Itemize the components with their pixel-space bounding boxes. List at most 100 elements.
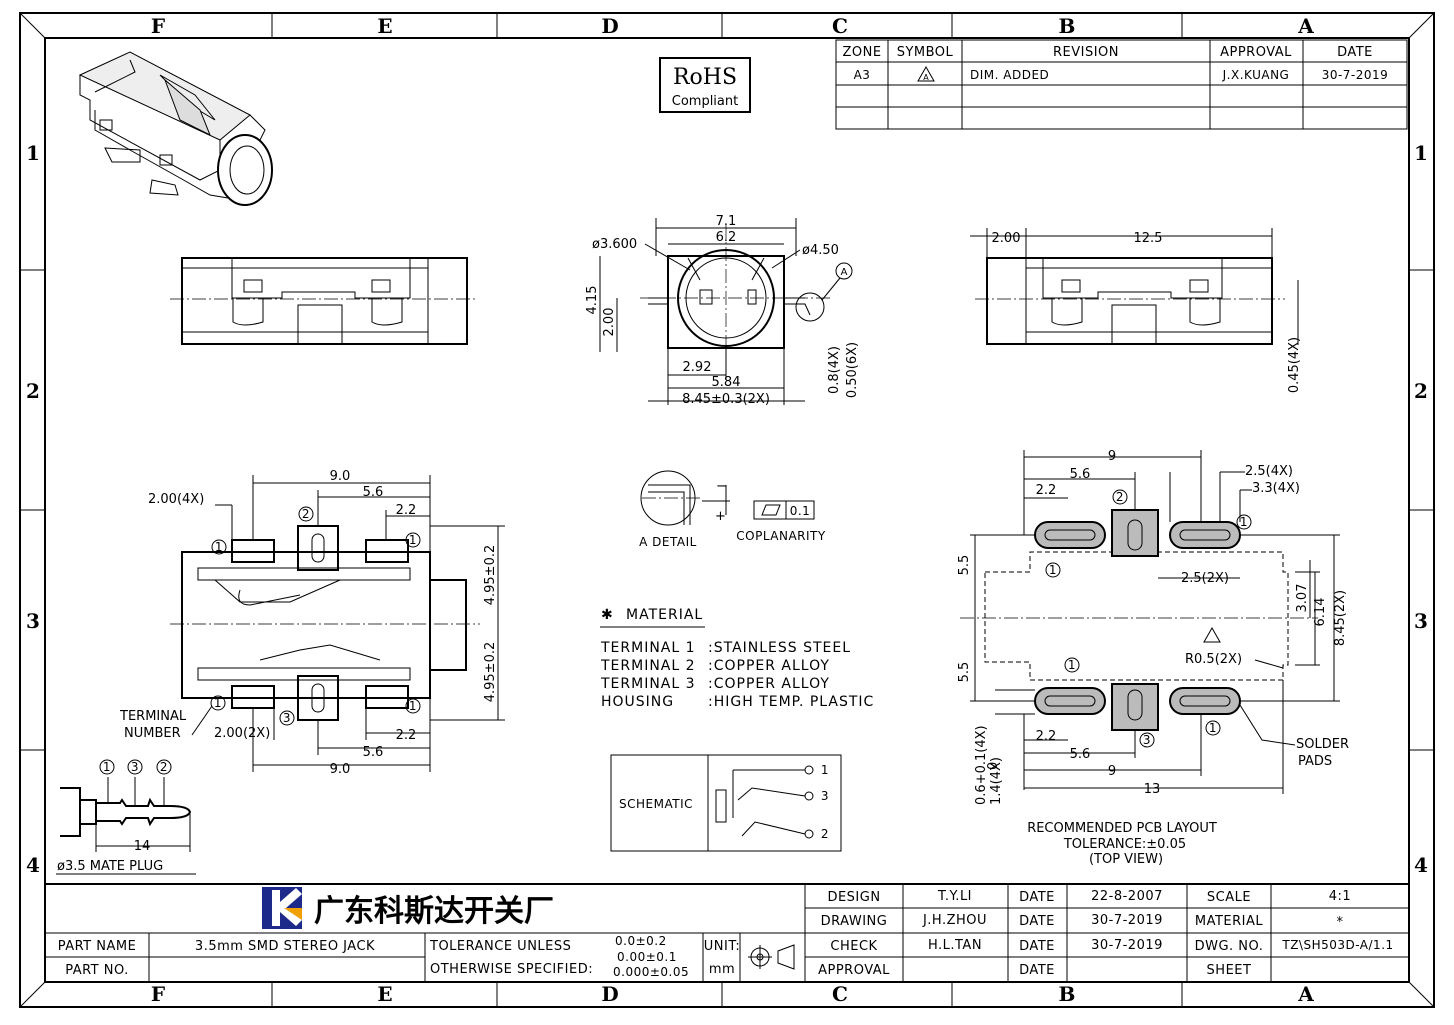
- material-name: TERMINAL 3: [600, 676, 696, 692]
- material-label: MATERIAL: [1195, 914, 1264, 929]
- pcb-dim-2-2: 2.2: [1036, 483, 1057, 498]
- tolerance-value: 0.000±0.05: [613, 965, 689, 979]
- dim-top-2-00-2x: 2.00(2X): [214, 726, 270, 741]
- part-name-value: 3.5mm SMD STEREO JACK: [195, 939, 375, 954]
- dim-0-8-4x: 0.8(4X): [827, 346, 842, 394]
- plug-terminal-marker: 1: [103, 760, 111, 774]
- coplanarity-label: COPLANARITY: [736, 529, 826, 543]
- left-elevation-view: [170, 257, 478, 345]
- rev-row-date: 30-7-2019: [1322, 68, 1389, 82]
- pcb-dim-3-3-4x: 3.3(4X): [1252, 481, 1300, 496]
- scale-value: 4:1: [1329, 889, 1351, 904]
- zone-col-label: A: [1297, 982, 1314, 1006]
- schematic-diagram: SCHEMATIC 1 3 2: [610, 754, 842, 852]
- rev-row-zone: A3: [854, 68, 871, 82]
- pcb-bot-13: 13: [1144, 782, 1161, 797]
- pcb-caption: RECOMMENDED PCB LAYOUT: [1027, 821, 1217, 836]
- design-date: 22-8-2007: [1091, 889, 1163, 904]
- tolerance-label: OTHERWISE SPECIFIED:: [430, 962, 593, 977]
- dim-dia-450: ø4.50: [802, 243, 839, 258]
- a-detail-view: − + A DETAIL 0.1 COPLANARITY: [639, 470, 826, 549]
- terminal-3-marker: 3: [283, 711, 291, 725]
- dim-top-4-95-b: 4.95±0.2: [483, 642, 498, 703]
- schematic-pin: 2: [821, 827, 829, 841]
- part-name-label: PART NAME: [58, 939, 137, 954]
- company-name: 广东科斯达开关厂: [314, 894, 554, 929]
- approval-label: APPROVAL: [818, 963, 890, 978]
- zone-row-label: 2: [26, 379, 40, 403]
- terminal-1-marker: 1: [409, 533, 417, 547]
- terminal-number-label: TERMINAL: [119, 709, 187, 724]
- dim-8-45: 8.45±0.3(2X): [682, 392, 770, 407]
- solder-pads-label: PADS: [1298, 754, 1332, 769]
- drawing-date: 30-7-2019: [1091, 913, 1163, 928]
- check-name: H.L.TAN: [928, 938, 982, 953]
- terminal-2-marker: 2: [302, 507, 310, 521]
- zone-row-label: 4: [26, 853, 40, 877]
- unit-label: UNIT:: [704, 939, 740, 954]
- material-name: TERMINAL 1: [600, 640, 696, 656]
- zone-col-label: C: [832, 982, 848, 1006]
- zone-col-label: E: [377, 982, 392, 1006]
- revision-table: ZONE SYMBOL REVISION APPROVAL DATE A3 A …: [835, 39, 1408, 130]
- dim-top-2-2: 2.2: [396, 503, 417, 518]
- detail-label: A DETAIL: [639, 535, 697, 549]
- detail-plus: +: [715, 509, 726, 524]
- pcb-terminal-1-marker: 1: [1240, 515, 1248, 529]
- zone-row-label: 1: [1414, 141, 1428, 165]
- zone-col-label: E: [377, 14, 392, 38]
- dim-top-2-00-4x: 2.00(4X): [148, 492, 204, 507]
- rev-header-revision: REVISION: [1053, 45, 1119, 60]
- design-label: DESIGN: [827, 890, 880, 905]
- rev-header-approval: APPROVAL: [1220, 45, 1292, 60]
- pcb-layout: 9 5.6 2.2 2.5(4X) 3.3(4X) 5.5 5.5 2.5(2X…: [957, 449, 1349, 867]
- rohs-subtitle: Compliant: [672, 94, 738, 109]
- plug-terminal-marker: 3: [131, 760, 139, 774]
- pcb-dim-9: 9: [1108, 449, 1116, 464]
- terminal-1-marker: 1: [409, 699, 417, 713]
- right-elevation-view: 2.00 12.5 0.45(4X): [970, 228, 1302, 393]
- plug-terminal-marker: 2: [160, 760, 168, 774]
- zone-row-label: 1: [26, 141, 40, 165]
- tolerance-value: 0.00±0.1: [617, 950, 677, 964]
- dim-top-5-6: 5.6: [363, 485, 384, 500]
- check-label: CHECK: [830, 939, 877, 954]
- drawing-name: J.H.ZHOU: [922, 913, 987, 928]
- dim-bot-2-2: 2.2: [396, 728, 417, 743]
- dim-dia-3600: ø3.600: [592, 237, 637, 252]
- dim-top-4-95-a: 4.95±0.2: [483, 545, 498, 606]
- date-label: DATE: [1019, 890, 1055, 905]
- material-asterisk-icon: ✱: [601, 607, 614, 623]
- pcb-dim-1-4: 1.4(4X): [989, 757, 1004, 805]
- pcb-dim-5-5-a: 5.5: [957, 555, 972, 576]
- front-view: A 7.1 6.2 ø3.600 ø4.50 4.15 2.00 2.92 5.…: [585, 214, 860, 407]
- zone-col-label: A: [1297, 14, 1314, 38]
- plug-dim-14: 14: [134, 839, 151, 854]
- pcb-dim-3-07: 3.07: [1295, 584, 1310, 613]
- tolerance-label: TOLERANCE UNLESS: [429, 939, 571, 954]
- plug-label: ø3.5 MATE PLUG: [57, 859, 163, 874]
- check-date: 30-7-2019: [1091, 938, 1163, 953]
- date-label: DATE: [1019, 914, 1055, 929]
- zone-col-label: F: [151, 982, 165, 1006]
- pcb-terminal-2-marker: 2: [1116, 490, 1124, 504]
- pcb-caption: TOLERANCE:±0.05: [1063, 837, 1186, 852]
- dim-0-50-6x: 0.50(6X): [845, 342, 860, 398]
- rev-header-symbol: SYMBOL: [897, 45, 954, 60]
- dim-side-2-00: 2.00: [992, 231, 1021, 246]
- zone-col-label: D: [601, 14, 618, 38]
- projection-symbol-icon: [748, 944, 795, 970]
- tolerance-value: 0.0±0.2: [615, 934, 667, 948]
- material-value: *: [1337, 915, 1344, 930]
- pcb-terminal-1-marker: 1: [1068, 658, 1076, 672]
- dim-5-84: 5.84: [712, 375, 741, 390]
- title-block: 广东科斯达开关厂 PART NAME 3.5mm SMD STEREO JACK…: [45, 883, 1409, 982]
- company-logo-icon: [262, 887, 302, 929]
- dim-6-2: 6.2: [716, 230, 737, 245]
- zone-row-label: 3: [1414, 609, 1428, 633]
- part-no-label: PART NO.: [65, 963, 129, 978]
- material-table: ✱ MATERIAL TERMINAL 1 :STAINLESS STEEL T…: [600, 607, 873, 710]
- dwg-no-value: TZ\SH503D-A/1.1: [1281, 938, 1393, 952]
- pcb-dim-6-14: 6.14: [1313, 598, 1328, 627]
- drawing-label: DRAWING: [821, 914, 888, 929]
